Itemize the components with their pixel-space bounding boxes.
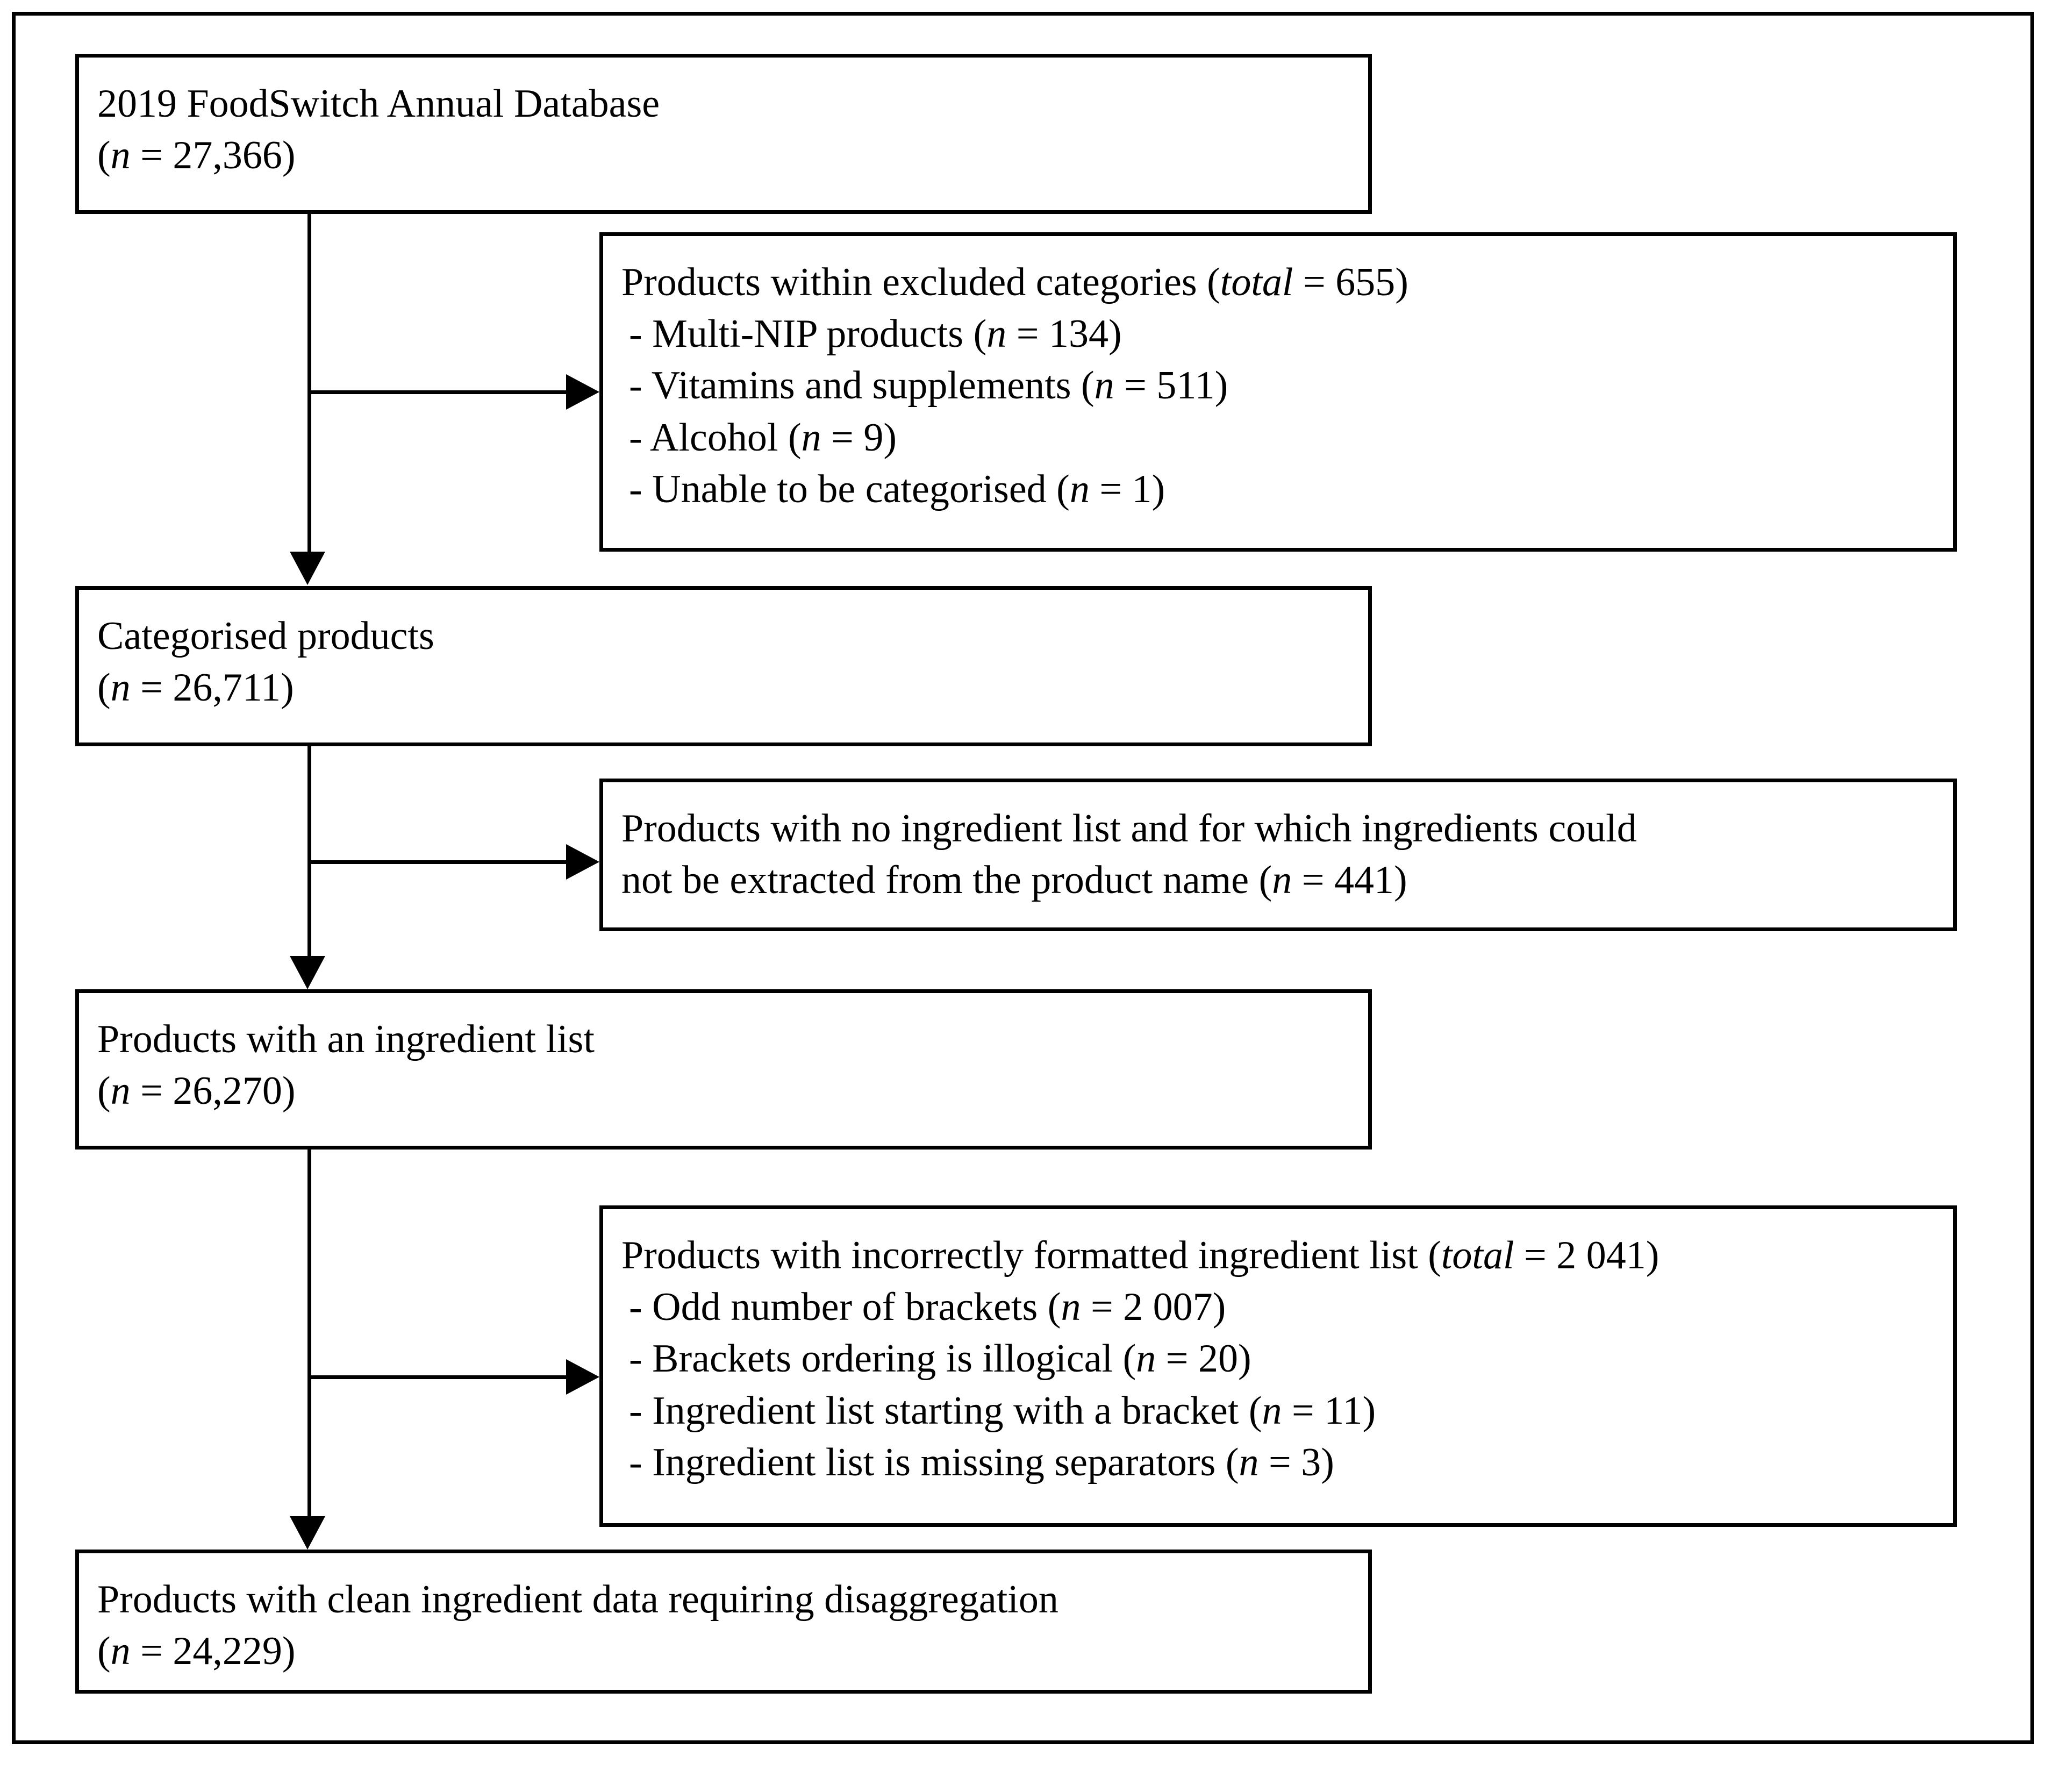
n-symbol: n (1061, 1285, 1081, 1330)
line2-prefix: not be extracted from the product name ( (621, 858, 1272, 903)
excluded-item-multi-nip: - Multi-NIP products (n = 134) (621, 308, 1935, 360)
n-symbol: n (1239, 1440, 1259, 1484)
item-prefix: - Unable to be categorised ( (629, 467, 1070, 511)
n-symbol: n (1262, 1388, 1282, 1433)
arrow-head-right-1 (566, 374, 599, 410)
format-item-illogical-ordering: - Brackets ordering is illogical (n = 20… (621, 1333, 1935, 1384)
node-incorrectly-formatted-header: Products with incorrectly formatted ingr… (621, 1230, 1935, 1281)
node-products-with-ingredient-list-line1: Products with an ingredient list (97, 1017, 595, 1061)
excluded-item-uncategorised: - Unable to be categorised (n = 1) (621, 463, 1935, 515)
n-symbol: n (1136, 1337, 1156, 1381)
n-value: = 26,270) (130, 1069, 296, 1113)
node-incorrectly-formatted: Products with incorrectly formatted ingr… (599, 1205, 1957, 1527)
node-no-ingredient-list-line1: Products with no ingredient list and for… (621, 806, 1637, 851)
node-source-database-count: (n = 27,366) (97, 130, 1350, 181)
node-clean-ingredient-data-count: (n = 24,229) (97, 1625, 1350, 1677)
n-symbol: n (110, 1069, 131, 1113)
item-prefix: - Brackets ordering is illogical ( (629, 1337, 1136, 1381)
node-categorised-products-line1: Categorised products (97, 614, 434, 658)
n-value: = 9) (821, 415, 897, 460)
node-products-with-ingredient-list-count: (n = 26,270) (97, 1065, 1350, 1117)
excluded-item-vitamins: - Vitamins and supplements (n = 511) (621, 360, 1935, 411)
paren-open: ( (97, 1629, 111, 1674)
n-symbol: n (1094, 363, 1114, 408)
node-products-with-ingredient-list: Products with an ingredient list (n = 26… (75, 989, 1372, 1150)
node-source-database: 2019 FoodSwitch Annual Database (n = 27,… (75, 54, 1372, 214)
n-symbol: n (1069, 467, 1090, 511)
n-value: = 441) (1292, 858, 1407, 903)
connector-trunk-3 (307, 1150, 311, 1517)
node-excluded-categories: Products within excluded categories (tot… (599, 232, 1957, 552)
n-value: = 20) (1156, 1337, 1251, 1381)
n-value: = 3) (1258, 1440, 1334, 1484)
paren-open: ( (97, 133, 111, 178)
total-symbol: total (1220, 260, 1293, 304)
n-value: = 24,229) (130, 1629, 296, 1674)
format-header-prefix: Products with incorrectly formatted ingr… (621, 1233, 1441, 1277)
connector-branch-2 (307, 860, 567, 864)
paren-open: ( (97, 1069, 111, 1113)
n-symbol: n (110, 1629, 131, 1674)
n-value: = 26,711) (130, 666, 294, 710)
node-categorised-products-count: (n = 26,711) (97, 662, 1350, 713)
connector-branch-3 (307, 1375, 567, 1379)
node-no-ingredient-list: Products with no ingredient list and for… (599, 779, 1957, 931)
item-prefix: - Vitamins and supplements ( (629, 363, 1095, 408)
excluded-item-alcohol: - Alcohol (n = 9) (621, 412, 1935, 463)
node-excluded-categories-header: Products within excluded categories (tot… (621, 256, 1935, 308)
n-symbol: n (986, 312, 1007, 356)
paren-open: ( (97, 666, 111, 710)
n-value: = 511) (1114, 363, 1228, 408)
excluded-header-prefix: Products within excluded categories ( (621, 260, 1220, 304)
arrow-head-down-3 (290, 1516, 325, 1550)
arrow-head-right-3 (566, 1359, 599, 1395)
connector-branch-1 (307, 390, 567, 394)
item-prefix: - Ingredient list is missing separators … (629, 1440, 1239, 1484)
node-clean-ingredient-data-line1: Products with clean ingredient data requ… (97, 1577, 1058, 1622)
item-prefix: - Ingredient list starting with a bracke… (629, 1388, 1262, 1433)
format-item-starting-bracket: - Ingredient list starting with a bracke… (621, 1385, 1935, 1437)
format-item-missing-separators: - Ingredient list is missing separators … (621, 1437, 1935, 1488)
node-categorised-products: Categorised products (n = 26,711) (75, 586, 1372, 746)
total-value: = 2 041) (1514, 1233, 1659, 1277)
n-symbol: n (801, 415, 821, 460)
n-value: = 2 007) (1081, 1285, 1226, 1330)
n-symbol: n (110, 133, 131, 178)
n-value: = 11) (1282, 1388, 1376, 1433)
format-item-odd-brackets: - Odd number of brackets (n = 2 007) (621, 1281, 1935, 1333)
arrow-head-right-2 (566, 844, 599, 880)
node-source-database-line1: 2019 FoodSwitch Annual Database (97, 82, 660, 126)
connector-trunk-2 (307, 746, 311, 957)
total-value: = 655) (1293, 260, 1408, 304)
arrow-head-down-1 (290, 552, 325, 585)
item-prefix: - Alcohol ( (629, 415, 802, 460)
total-symbol: total (1441, 1233, 1514, 1277)
n-symbol: n (110, 666, 131, 710)
item-prefix: - Odd number of brackets ( (629, 1285, 1061, 1330)
n-value: = 134) (1006, 312, 1122, 356)
n-value: = 27,366) (130, 133, 296, 178)
arrow-head-down-2 (290, 956, 325, 989)
connector-trunk-1 (307, 214, 311, 553)
item-prefix: - Multi-NIP products ( (629, 312, 987, 356)
node-clean-ingredient-data: Products with clean ingredient data requ… (75, 1550, 1372, 1694)
n-value: = 1) (1089, 467, 1165, 511)
n-symbol: n (1272, 858, 1292, 903)
node-no-ingredient-list-line2: not be extracted from the product name (… (621, 854, 1935, 906)
